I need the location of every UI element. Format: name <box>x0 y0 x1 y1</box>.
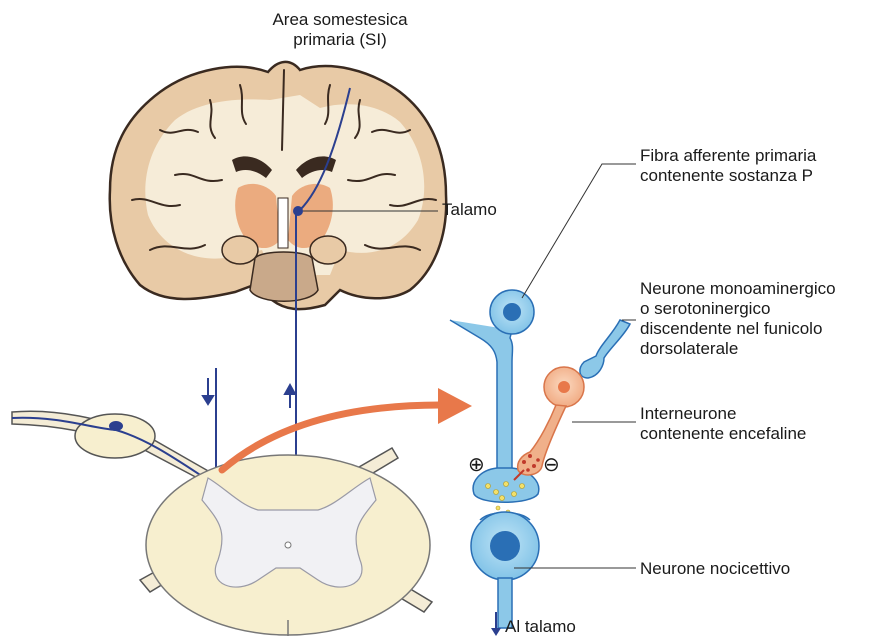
neurone-monoaminergico-label: Neurone monoaminergico o serotoninergico… <box>640 279 836 359</box>
thalamus-nucleus-dot <box>293 206 303 216</box>
al-talamo-arrow-icon <box>491 628 501 636</box>
central-canal <box>285 542 291 548</box>
interneurone-label: Interneurone contenente encefaline <box>640 404 806 444</box>
leader-lines <box>514 164 636 568</box>
down-arrow-icon <box>203 396 213 404</box>
zoom-arrowhead-icon <box>438 388 472 424</box>
al-talamo-label: Al talamo <box>505 617 576 637</box>
monoaminergic-fiber <box>580 320 630 378</box>
brain-coronal-section <box>110 62 446 309</box>
primary-afferent-nucleus <box>503 303 521 321</box>
temporal-lobe-left <box>222 236 258 264</box>
up-arrow-icon <box>285 385 295 394</box>
talamo-label: Talamo <box>442 200 497 220</box>
interneuron-nucleus <box>558 381 570 393</box>
dorsal-root-ganglion <box>75 414 155 458</box>
brainstem <box>250 252 318 301</box>
excitatory-sign-icon: ⊕ <box>468 452 485 477</box>
primary-afferent-axon <box>450 320 513 470</box>
nociceptive-neuron-nucleus <box>490 531 520 561</box>
inhibitory-sign-icon: ⊖ <box>543 452 560 477</box>
temporal-lobe-right <box>310 236 346 264</box>
neurone-nocicettivo-label: Neurone nocicettivo <box>640 559 790 579</box>
third-ventricle <box>278 198 288 248</box>
area-somestesica-label: Area somestesica primaria (SI) <box>260 10 420 50</box>
spinal-cord-section <box>12 411 432 636</box>
fibra-afferente-label: Fibra afferente primaria contenente sost… <box>640 146 816 186</box>
fibra-leader-line <box>522 164 636 298</box>
